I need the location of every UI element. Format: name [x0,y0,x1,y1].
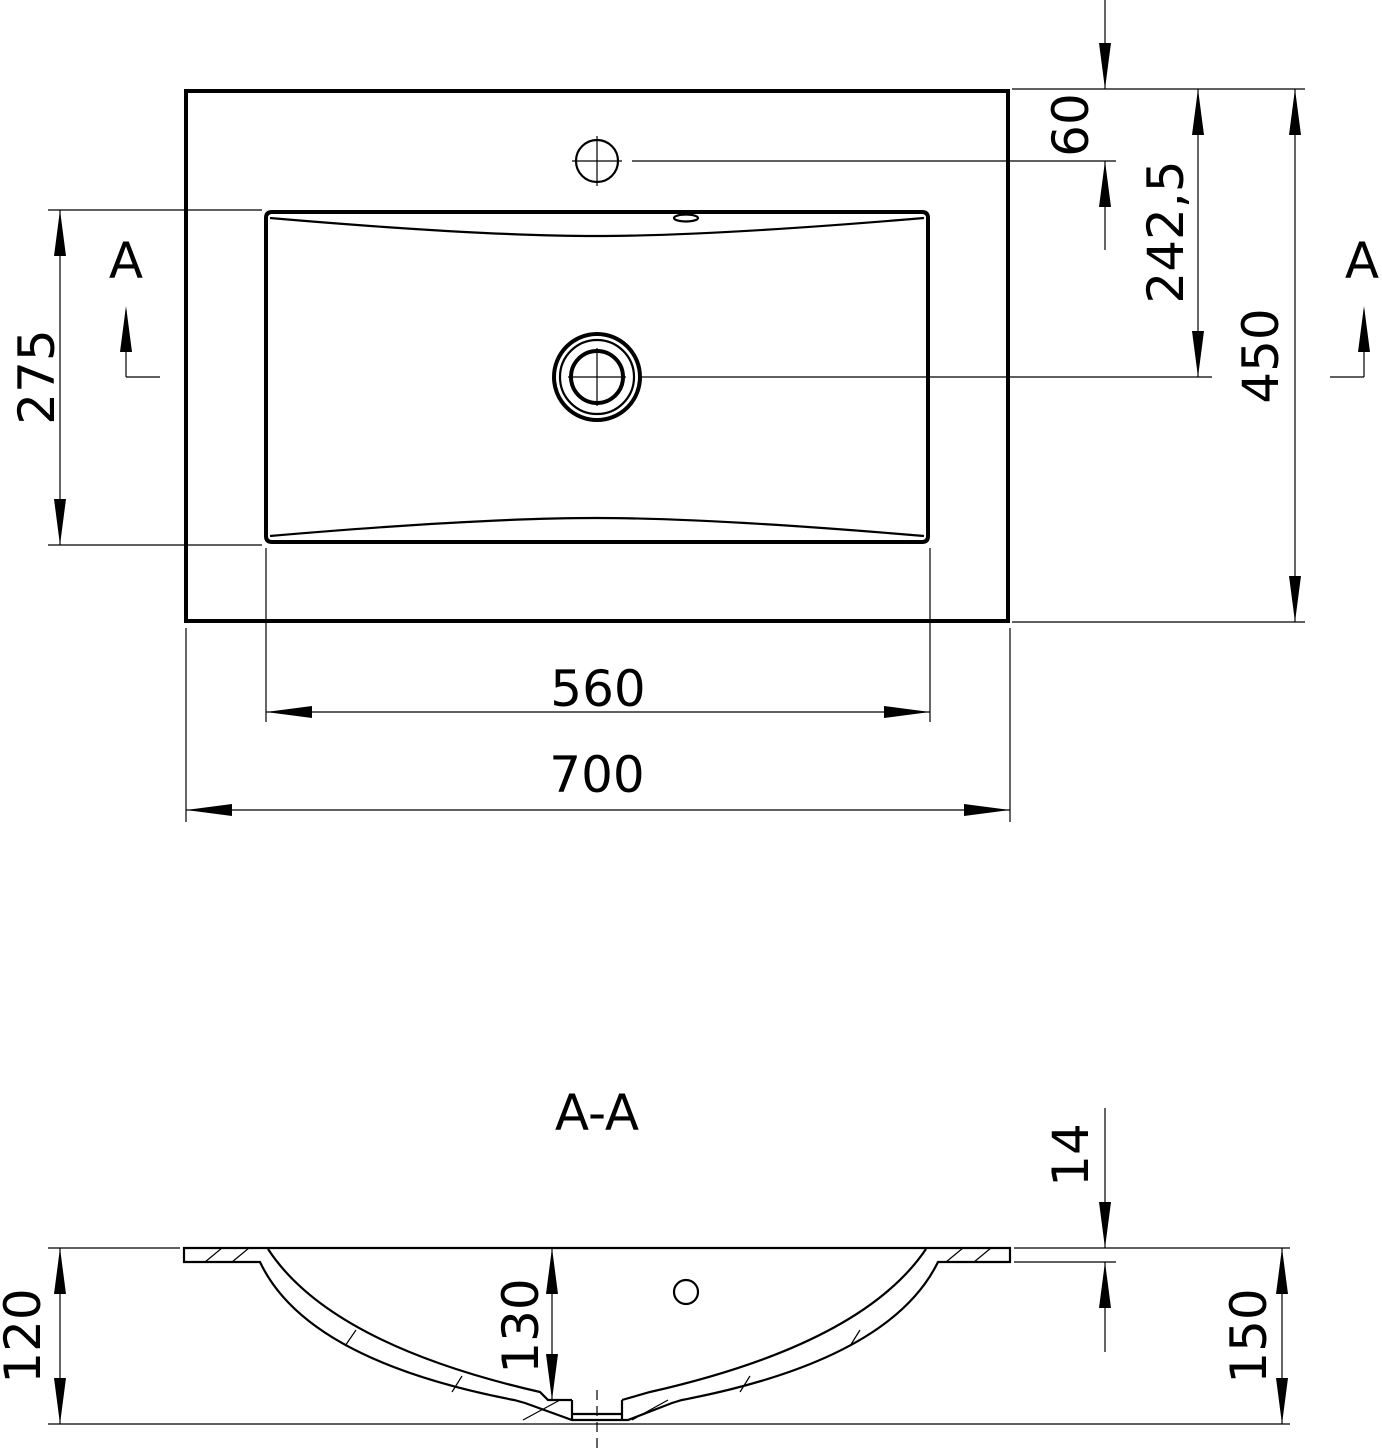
dimension-275: 275 [8,210,66,545]
dim-60-label: 60 [1042,93,1100,157]
section-marker-left: A [109,232,160,378]
top-view: 60 242,5 450 275 560 [8,0,1379,822]
section-profile-inner [267,1248,927,1402]
dimension-14: 14 [1042,1108,1111,1352]
dim-700-label: 700 [549,746,644,804]
section-hatching [204,1247,992,1421]
basin-outline [184,89,1010,623]
dim-560-label: 560 [550,660,645,718]
dimension-242-5: 242,5 [1137,89,1204,377]
dimension-560: 560 [266,660,930,718]
dimension-450: 450 [1232,89,1301,622]
dimension-120: 120 [0,1248,66,1424]
overflow-hole [672,1278,700,1306]
section-title: A-A [555,1084,639,1142]
dim-130-label: 130 [492,1278,550,1373]
dim-14-label: 14 [1042,1123,1100,1187]
dim-120-label: 120 [0,1288,52,1383]
dim-450-label: 450 [1232,308,1290,403]
section-profile-outer [182,1246,1012,1422]
dim-150-label: 150 [1220,1288,1278,1383]
overflow-slot [672,213,700,223]
dimension-130: 130 [492,1248,558,1400]
section-view: A-A [0,1084,1290,1448]
bowl-bottom-curve [269,516,925,538]
drain-hole [552,332,642,422]
dimension-700: 700 [186,746,1010,816]
section-marker-right: A [1330,232,1379,378]
bowl-top-curve [269,216,925,238]
tap-hole [572,136,622,186]
bowl-outline [264,210,930,544]
dimension-60: 60 [1042,0,1111,250]
dim-242-5-label: 242,5 [1137,160,1195,303]
dim-275-label: 275 [8,329,66,424]
svg-text:A: A [1345,232,1379,290]
svg-text:A: A [109,232,143,290]
dimension-150: 150 [1220,1248,1288,1424]
